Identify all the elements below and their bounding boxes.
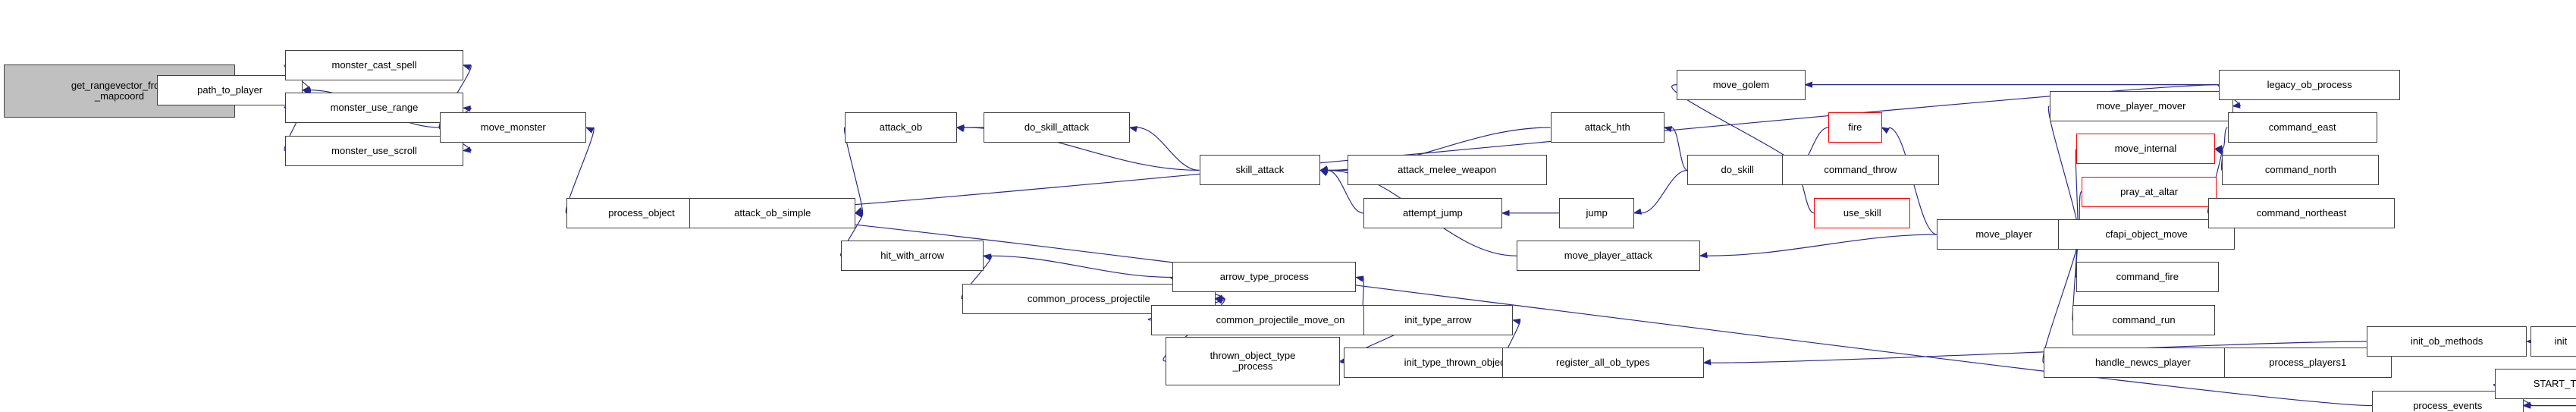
graph-node-command-run[interactable]: command_run xyxy=(2072,304,2216,335)
graph-node-use-skill[interactable]: use_skill xyxy=(1814,197,1911,228)
graph-node-move-golem[interactable]: move_golem xyxy=(1677,69,1806,100)
graph-node-move-monster[interactable]: move_monster xyxy=(440,112,587,143)
graph-node-monster-use-range[interactable]: monster_use_range xyxy=(285,93,463,124)
graph-node-attack-hth[interactable]: attack_hth xyxy=(1550,112,1665,143)
graph-node-do-skill-attack[interactable]: do_skill_attack xyxy=(984,112,1130,143)
graph-node-cfapi-object-move[interactable]: cfapi_object_move xyxy=(2058,219,2235,250)
graph-node-command-north[interactable]: command_north xyxy=(2222,155,2380,186)
graph-node-init-ob-methods[interactable]: init_ob_methods xyxy=(2366,326,2527,357)
graph-node-do-skill[interactable]: do_skill xyxy=(1687,155,1788,186)
graph-node-skill-attack[interactable]: skill_attack xyxy=(1199,155,1321,186)
graph-node-monster-use-scroll[interactable]: monster_use_scroll xyxy=(285,135,463,166)
graph-node-jump[interactable]: jump xyxy=(1559,197,1634,228)
graph-node-thrown-object-type-process[interactable]: thrown_object_type _process xyxy=(1165,337,1341,385)
graph-node-command-northeast[interactable]: command_northeast xyxy=(2207,197,2396,228)
graph-node-move-player[interactable]: move_player xyxy=(1937,219,2071,250)
graph-node-move-internal[interactable]: move_internal xyxy=(2076,134,2216,165)
graph-node-command-throw[interactable]: command_throw xyxy=(1782,155,1939,186)
graph-node-arrow-type-process[interactable]: arrow_type_process xyxy=(1172,262,1357,293)
graph-node-init[interactable]: init xyxy=(2531,326,2576,357)
graph-node-move-player-mover[interactable]: move_player_mover xyxy=(2049,90,2233,121)
graph-node-attempt-jump[interactable]: attempt_jump xyxy=(1363,197,1503,228)
graph-node-attack-melee-weapon[interactable]: attack_melee_weapon xyxy=(1347,155,1547,186)
graph-node-attack-ob[interactable]: attack_ob xyxy=(844,112,957,143)
graph-node-pray-at-altar[interactable]: pray_at_altar xyxy=(2081,176,2217,207)
graph-node-command-east[interactable]: command_east xyxy=(2227,112,2377,143)
graph-node-init-type-arrow[interactable]: init_type_arrow xyxy=(1363,304,1514,335)
graph-node-legacy-ob-process[interactable]: legacy_ob_process xyxy=(2218,69,2401,100)
graph-node-fire[interactable]: fire xyxy=(1828,112,1882,143)
graph-node-process-players1[interactable]: process_players1 xyxy=(2223,348,2392,379)
graph-node-START-TEST[interactable]: START_TEST xyxy=(2495,369,2576,400)
graph-node-move-player-attack[interactable]: move_player_attack xyxy=(1516,241,1700,272)
graph-node-attack-ob-simple[interactable]: attack_ob_simple xyxy=(689,197,855,228)
graph-node-path-to-player[interactable]: path_to_player xyxy=(156,74,303,105)
graph-node-monster-cast-spell[interactable]: monster_cast_spell xyxy=(285,49,463,80)
graph-node-handle-newcs-player[interactable]: handle_newcs_player xyxy=(2044,348,2242,379)
graph-node-command-fire[interactable]: command_fire xyxy=(2076,262,2219,293)
graph-node-register-all-ob-types[interactable]: register_all_ob_types xyxy=(1502,348,1704,379)
graph-node-hit-with-arrow[interactable]: hit_with_arrow xyxy=(841,241,984,272)
